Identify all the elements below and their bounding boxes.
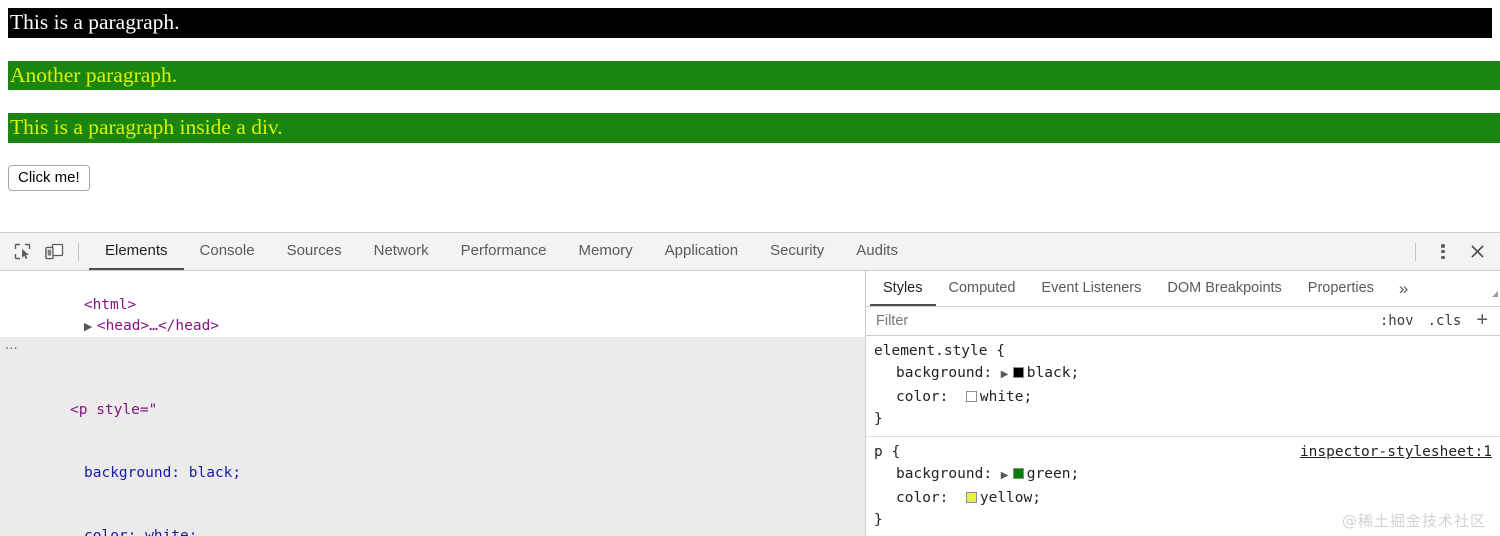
p-open-tag: <p style="	[70, 402, 158, 418]
styles-sidebar: Styles Computed Event Listeners DOM Brea…	[865, 271, 1500, 536]
p-declaration-color[interactable]: color: yellow;	[896, 490, 1041, 506]
toolbar-right-controls	[1407, 237, 1500, 267]
expand-arrow-icon[interactable]: ▶	[83, 320, 93, 333]
more-options-icon[interactable]	[1426, 237, 1460, 267]
dom-selected-line-3: color: white;	[14, 526, 865, 536]
dom-node-html-label: <html>	[83, 297, 137, 313]
tab-console[interactable]: Console	[199, 242, 255, 259]
tab-elements[interactable]: Elements	[89, 233, 184, 270]
styles-tab-strip: Styles Computed Event Listeners DOM Brea…	[866, 271, 1500, 307]
dom-node-html[interactable]: <html>	[0, 274, 865, 313]
declaration-background-name: background	[896, 365, 984, 381]
color-swatch-yellow[interactable]	[965, 492, 977, 503]
dom-node-body-open[interactable]: ▼<body>	[0, 316, 865, 355]
color-swatch-green[interactable]	[1012, 468, 1024, 479]
dom-selected-line-2: background: black;	[14, 463, 865, 484]
p-rule-selector-text: p {	[874, 444, 901, 460]
watermark: @稀土掘金技术社区	[1341, 512, 1486, 530]
styles-filter-bar: :hov .cls +	[866, 306, 1500, 336]
toolbar-divider-right	[1415, 242, 1416, 261]
dom-node-head-label: <head>…</head>	[96, 318, 220, 334]
dom-node-selected-paragraph[interactable]: … <p style=" background: black; color: w…	[0, 337, 865, 536]
color-swatch-black[interactable]	[1012, 367, 1024, 378]
element-style-selector[interactable]: element.style {	[874, 343, 1005, 359]
resize-handle[interactable]	[1492, 291, 1498, 297]
close-icon[interactable]	[1460, 237, 1494, 267]
element-style-close-brace: }	[874, 411, 883, 427]
declaration-background-value: black	[1026, 365, 1071, 381]
declaration-color-value: white	[979, 389, 1024, 405]
dom-node-head[interactable]: ▶<head>…</head>	[0, 295, 865, 334]
p-rule-selector[interactable]: p { inspector-stylesheet:1	[866, 441, 1500, 463]
expand-arrow-icon-background[interactable]: ▶	[1000, 369, 1009, 380]
devtools-panel: Elements Console Sources Network Perform…	[0, 232, 1500, 536]
tab-sources[interactable]: Sources	[286, 242, 342, 259]
div-container: This is a paragraph inside a div.	[8, 113, 1500, 143]
devtools-body: <html> ▶<head>…</head> ▼<body> … <p styl…	[0, 271, 1500, 536]
devtools-toolbar: Elements Console Sources Network Perform…	[0, 233, 1500, 271]
inspect-element-icon[interactable]	[6, 237, 38, 267]
hov-toggle-button[interactable]: :hov	[1379, 313, 1414, 329]
tab-performance[interactable]: Performance	[460, 242, 547, 259]
device-toolbar-icon[interactable]	[38, 237, 70, 267]
paragraph-green: Another paragraph.	[8, 60, 1500, 90]
color-swatch-white[interactable]	[965, 391, 977, 402]
cls-toggle-button[interactable]: .cls	[1427, 313, 1462, 329]
p-style-background: background: black;	[84, 465, 242, 481]
toolbar-divider	[78, 242, 79, 261]
style-rule-p: p {inspector-stylesheet:1 background: ▶g…	[866, 437, 1500, 536]
styles-filter-input[interactable]	[866, 306, 1373, 336]
click-me-button[interactable]: Click me!	[8, 164, 90, 191]
page-body: This is a paragraph. Another paragraph. …	[0, 0, 1500, 191]
declaration-color[interactable]: color: white;	[896, 389, 1033, 405]
tab-network[interactable]: Network	[373, 242, 429, 259]
expand-arrow-icon-p-background[interactable]: ▶	[1000, 470, 1009, 481]
styles-rules-list: element.style { background: ▶black; colo…	[866, 336, 1500, 536]
declaration-background[interactable]: background: ▶black;	[866, 362, 1500, 386]
new-style-rule-button[interactable]: +	[1476, 309, 1488, 331]
declaration-color-name: color	[896, 389, 940, 405]
p-style-color: color: white;	[84, 528, 198, 536]
paragraph-black: This is a paragraph.	[8, 8, 1492, 38]
stylesheet-origin-link[interactable]: inspector-stylesheet:1	[1299, 444, 1492, 460]
p-declaration-background[interactable]: background: ▶green;	[866, 463, 1500, 487]
tab-dom-breakpoints[interactable]: DOM Breakpoints	[1167, 279, 1282, 296]
paragraph-in-div: This is a paragraph inside a div.	[8, 113, 1500, 143]
dom-selected-line-1: <p style="	[14, 400, 865, 421]
tab-event-listeners[interactable]: Event Listeners	[1041, 279, 1142, 296]
p-declaration-color-name: color	[896, 490, 940, 506]
p-rule-close-brace: }	[874, 512, 883, 528]
tab-computed[interactable]: Computed	[948, 279, 1016, 296]
style-rule-element-style: element.style { background: ▶black; colo…	[866, 336, 1500, 437]
p-declaration-color-value: yellow	[979, 490, 1033, 506]
p-declaration-background-name: background	[896, 466, 984, 482]
tab-security[interactable]: Security	[770, 242, 825, 259]
p-declaration-background-value: green	[1026, 466, 1071, 482]
tab-properties[interactable]: Properties	[1307, 279, 1374, 296]
tab-memory[interactable]: Memory	[578, 242, 633, 259]
vertical-dots	[1441, 244, 1445, 259]
page-viewport: This is a paragraph. Another paragraph. …	[0, 0, 1500, 232]
ellipsis-badge[interactable]: …	[4, 338, 19, 353]
tab-application[interactable]: Application	[664, 242, 739, 259]
tab-styles[interactable]: Styles	[870, 271, 936, 306]
tab-audits[interactable]: Audits	[856, 242, 898, 259]
devtools-tab-strip: Elements Console Sources Network Perform…	[89, 233, 1407, 270]
dom-tree-panel[interactable]: <html> ▶<head>…</head> ▼<body> … <p styl…	[0, 271, 865, 536]
more-tabs-chevron-icon[interactable]: »	[1398, 278, 1409, 298]
